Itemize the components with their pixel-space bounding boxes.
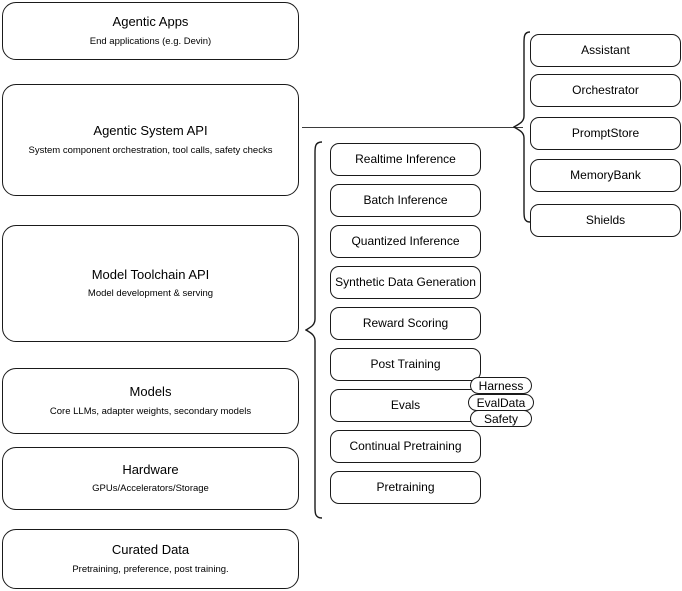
eval-badge-label: Harness (478, 378, 524, 393)
toolchain-box-realtime-inference[interactable]: Realtime Inference (330, 143, 481, 176)
system-box-label: PromptStore (571, 126, 640, 140)
layer-title: Hardware (122, 461, 179, 477)
toolchain-box-label: Post Training (370, 357, 441, 371)
toolchain-box-pretraining[interactable]: Pretraining (330, 471, 481, 504)
layer-subtitle: System component orchestration, tool cal… (28, 144, 273, 156)
layer-subtitle: GPUs/Accelerators/Storage (92, 483, 209, 495)
layer-title: Agentic Apps (112, 14, 189, 30)
toolchain-box-label: Batch Inference (363, 193, 448, 207)
layer-box-agentic-system-api[interactable]: Agentic System API System component orch… (2, 84, 299, 196)
system-box-assistant[interactable]: Assistant (530, 34, 681, 67)
toolchain-box-label: Realtime Inference (355, 152, 456, 166)
eval-badge-harness[interactable]: Harness (470, 377, 532, 394)
layer-subtitle: Model development & serving (87, 288, 214, 300)
system-box-memorybank[interactable]: MemoryBank (530, 159, 681, 192)
layer-subtitle: End applications (e.g. Devin) (89, 35, 212, 47)
layer-subtitle: Core LLMs, adapter weights, secondary mo… (49, 405, 252, 417)
eval-badge-label: Safety (483, 411, 519, 426)
layer-title: Agentic System API (93, 123, 208, 139)
eval-badge-safety[interactable]: Safety (470, 410, 532, 427)
system-box-promptstore[interactable]: PromptStore (530, 117, 681, 150)
system-box-label: Shields (585, 213, 626, 227)
brace-system-components (513, 31, 531, 223)
toolchain-box-evals[interactable]: Evals (330, 389, 481, 422)
layer-title: Model Toolchain API (91, 266, 210, 282)
toolchain-box-label: Evals (390, 398, 421, 412)
layer-title: Models (129, 384, 172, 400)
layer-box-agentic-apps[interactable]: Agentic Apps End applications (e.g. Devi… (2, 2, 299, 60)
toolchain-box-label: Reward Scoring (362, 316, 449, 330)
toolchain-box-label: Quantized Inference (351, 234, 460, 248)
toolchain-box-reward-scoring[interactable]: Reward Scoring (330, 307, 481, 340)
layer-box-models[interactable]: Models Core LLMs, adapter weights, secon… (2, 368, 299, 434)
toolchain-box-synthetic-data-generation[interactable]: Synthetic Data Generation (330, 266, 481, 299)
toolchain-box-label: Pretraining (376, 480, 435, 494)
system-box-shields[interactable]: Shields (530, 204, 681, 237)
toolchain-box-batch-inference[interactable]: Batch Inference (330, 184, 481, 217)
layer-box-model-toolchain-api[interactable]: Model Toolchain API Model development & … (2, 225, 299, 342)
eval-badge-label: EvalData (476, 395, 526, 410)
brace-toolchain-components (305, 141, 323, 519)
system-box-label: Orchestrator (572, 83, 639, 97)
layer-subtitle: Pretraining, preference, post training. (72, 563, 229, 575)
layer-title: Curated Data (111, 542, 190, 558)
toolchain-box-label: Continual Pretraining (349, 439, 462, 453)
toolchain-box-post-training[interactable]: Post Training (330, 348, 481, 381)
layer-box-hardware[interactable]: Hardware GPUs/Accelerators/Storage (2, 447, 299, 510)
connector-line-system-api-to-components (302, 127, 523, 129)
toolchain-box-label: Synthetic Data Generation (335, 275, 476, 289)
system-box-label: Assistant (581, 43, 630, 57)
toolchain-box-continual-pretraining[interactable]: Continual Pretraining (330, 430, 481, 463)
toolchain-box-quantized-inference[interactable]: Quantized Inference (330, 225, 481, 258)
system-box-orchestrator[interactable]: Orchestrator (530, 74, 681, 107)
eval-badge-evaldata[interactable]: EvalData (468, 394, 534, 411)
layer-box-curated-data[interactable]: Curated Data Pretraining, preference, po… (2, 529, 299, 589)
system-box-label: MemoryBank (570, 168, 641, 182)
